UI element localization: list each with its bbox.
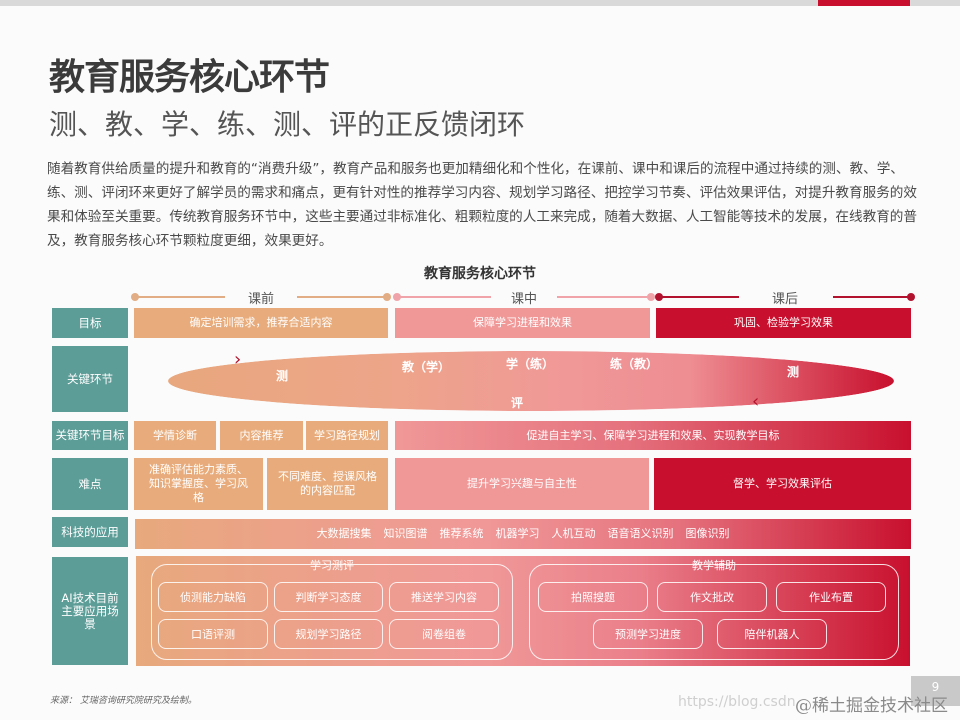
group-learning-assessment: 学习测评 侦测能力缺陷 判断学习态度 推送学习内容 口语评测 规划学习路径 阅卷… [151,559,513,660]
goal-cell-after: 巩固、检验学习效果 [656,308,911,338]
ai-scenarios-box: 学习测评 侦测能力缺陷 判断学习态度 推送学习内容 口语评测 规划学习路径 阅卷… [136,556,910,666]
phase-header-before-class: 课前 [131,290,391,307]
loop-step-retest: 测 [787,365,800,379]
key-goal-path: 学习路径规划 [306,421,388,450]
difficulty-assessment: 准确评估能力素质、知识掌握度、学习风格 [134,458,263,510]
scenario-pill: 阅卷组卷 [389,619,499,649]
phase-line [135,296,225,298]
goal-cell-before: 确定培训需求，推荐合适内容 [134,308,388,338]
phase-label: 课后 [771,292,798,307]
phase-end-dot [647,293,655,301]
scenario-pill: 口语评测 [158,619,268,649]
phase-line [397,296,491,298]
scenario-pill: 作文批改 [657,582,767,612]
phase-line [833,296,911,298]
watermark: @稀土掘金技术社区 [795,696,948,716]
group-teaching-assist: 教学辅助 拍照搜题 作文批改 作业布置 预测学习进度 陪伴机器人 [529,559,899,660]
difficulty-content-match: 不同难度、授课风格的内容匹配 [267,458,388,510]
phase-header-after-class: 课后 [655,290,915,307]
group-title: 学习测评 [310,559,354,572]
page-subtitle: 测、教、学、练、测、评的正反馈闭环 [49,108,526,141]
phase-end-dot [907,293,915,301]
diagram-title: 教育服务核心环节 [424,266,536,282]
page-number: 9 [911,676,960,706]
phase-end-dot [383,293,391,301]
key-goal-recommend: 内容推荐 [220,421,303,450]
watermark-url: https://blog.csdn [678,694,796,710]
goal-cell-during: 保障学习进程和效果 [395,308,650,338]
phase-start-dot [393,293,401,301]
feedback-loop-ellipse [168,351,894,411]
tech-item: 推荐系统 [439,527,484,540]
loop-step-test: 测 [276,369,289,383]
chevron-left-icon: ‹ [752,391,760,412]
loop-step-learn: 学（练） [506,357,555,371]
tech-item: 机器学习 [495,527,540,540]
phase-label: 课中 [510,292,537,307]
tech-item: 知识图谱 [383,527,428,540]
row-label-tech: 科技的应用 [52,517,128,547]
scenario-pill: 规划学习路径 [274,619,383,649]
row-label-key-goals: 关键环节目标 [52,421,128,450]
phase-start-dot [655,293,663,301]
tech-item: 语音语义识别 [607,527,674,540]
loop-step-practice: 练（教） [610,357,659,371]
key-goal-diagnosis: 学情诊断 [134,421,216,450]
phase-line [557,296,651,298]
difficulty-interest: 提升学习兴趣与自主性 [395,458,649,510]
phase-start-dot [131,293,139,301]
phase-label: 课前 [247,292,274,307]
source-note: 来源： 艾瑞咨询研究院研究及绘制。 [50,696,197,706]
phase-line [659,296,739,298]
phase-header-in-class: 课中 [393,290,655,307]
tech-item: 大数据搜集 [316,527,372,540]
scenario-pill: 侦测能力缺陷 [158,582,268,612]
row-label-key-links: 关键环节 [52,346,128,412]
tech-item: 人机互动 [551,527,596,540]
scenario-pill: 作业布置 [776,582,886,612]
loop-step-teach: 教（学） [402,360,451,374]
phase-line [297,296,387,298]
top-bar-accent [818,0,910,6]
row-label-goal: 目标 [52,308,128,338]
scenario-pill: 拍照搜题 [538,582,648,612]
scenario-pill: 预测学习进度 [593,619,703,649]
scenario-pill: 陪伴机器人 [717,619,827,649]
chevron-right-icon: › [234,349,242,370]
intro-paragraph: 随着教育供给质量的提升和教育的“消费升级”，教育产品和服务也更加精细化和个性化，… [47,161,917,249]
page-title: 教育服务核心环节 [49,57,330,98]
difficulty-supervision: 督学、学习效果评估 [654,458,911,510]
tech-item: 图像识别 [685,527,730,540]
scenario-pill: 推送学习内容 [389,582,499,612]
scenario-pill: 判断学习态度 [274,582,383,612]
group-title: 教学辅助 [692,559,736,572]
row-label-difficulty: 难点 [52,458,128,510]
tech-applications-bar: 大数据搜集 知识图谱 推荐系统 机器学习 人机互动 语音语义识别 图像识别 [135,519,911,549]
row-label-ai: AI技术目前主要应用场景 [52,557,128,665]
top-bar [0,0,960,6]
loop-step-evaluate: 评 [511,396,524,410]
key-goal-in-after: 促进自主学习、保障学习进程和效果、实现教学目标 [395,421,911,450]
